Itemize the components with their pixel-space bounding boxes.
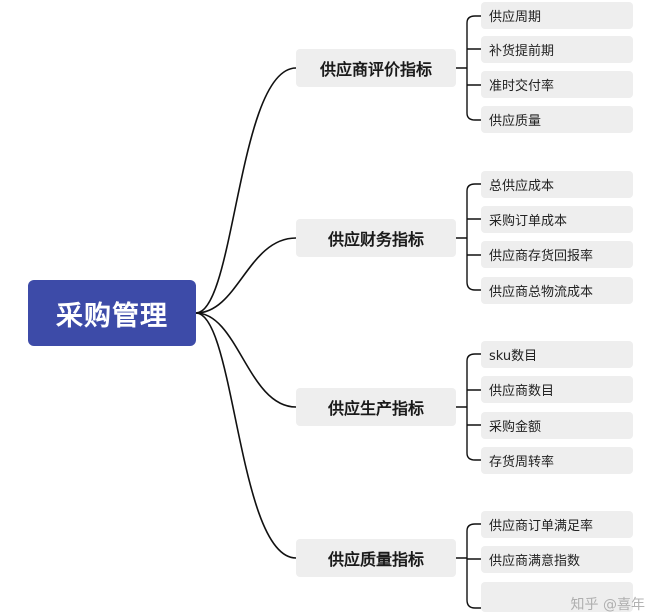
branch-node-supplier-evaluation: 供应商评价指标 [296,49,456,87]
watermark: 知乎 @喜年 [570,597,645,613]
link-root-branch-4 [195,312,297,559]
leaf-node: 供应周期 [481,2,633,29]
leaf-node: 供应商数目 [481,376,633,403]
branch-node-supply-finance: 供应财务指标 [296,219,456,257]
leaf-node: 供应质量 [481,106,633,133]
link-root-branch-3 [195,312,297,408]
leaf-node: 补货提前期 [481,36,633,63]
leaf-node: 采购金额 [481,412,633,439]
leaf-node: 供应商订单满足率 [481,511,633,538]
bracket-branch-3 [456,353,481,461]
link-root-branch-2 [195,237,297,314]
branch-node-supply-production: 供应生产指标 [296,388,456,426]
leaf-node: 采购订单成本 [481,206,633,233]
leaf-node: 供应商存货回报率 [481,241,633,268]
leaf-node: 存货周转率 [481,447,633,474]
branch-node-supply-quality: 供应质量指标 [296,539,456,577]
leaf-node: sku数目 [481,341,633,368]
link-root-branch-1 [195,67,297,314]
leaf-node: 供应商满意指数 [481,546,633,573]
leaf-node: 准时交付率 [481,71,633,98]
bracket-branch-2 [456,183,481,291]
bracket-branch-1 [456,15,481,121]
leaf-node: 总供应成本 [481,171,633,198]
leaf-node: 供应商总物流成本 [481,277,633,304]
bracket-branch-4 [456,523,481,609]
root-node: 采购管理 [28,280,196,346]
leaf-node [481,582,633,612]
